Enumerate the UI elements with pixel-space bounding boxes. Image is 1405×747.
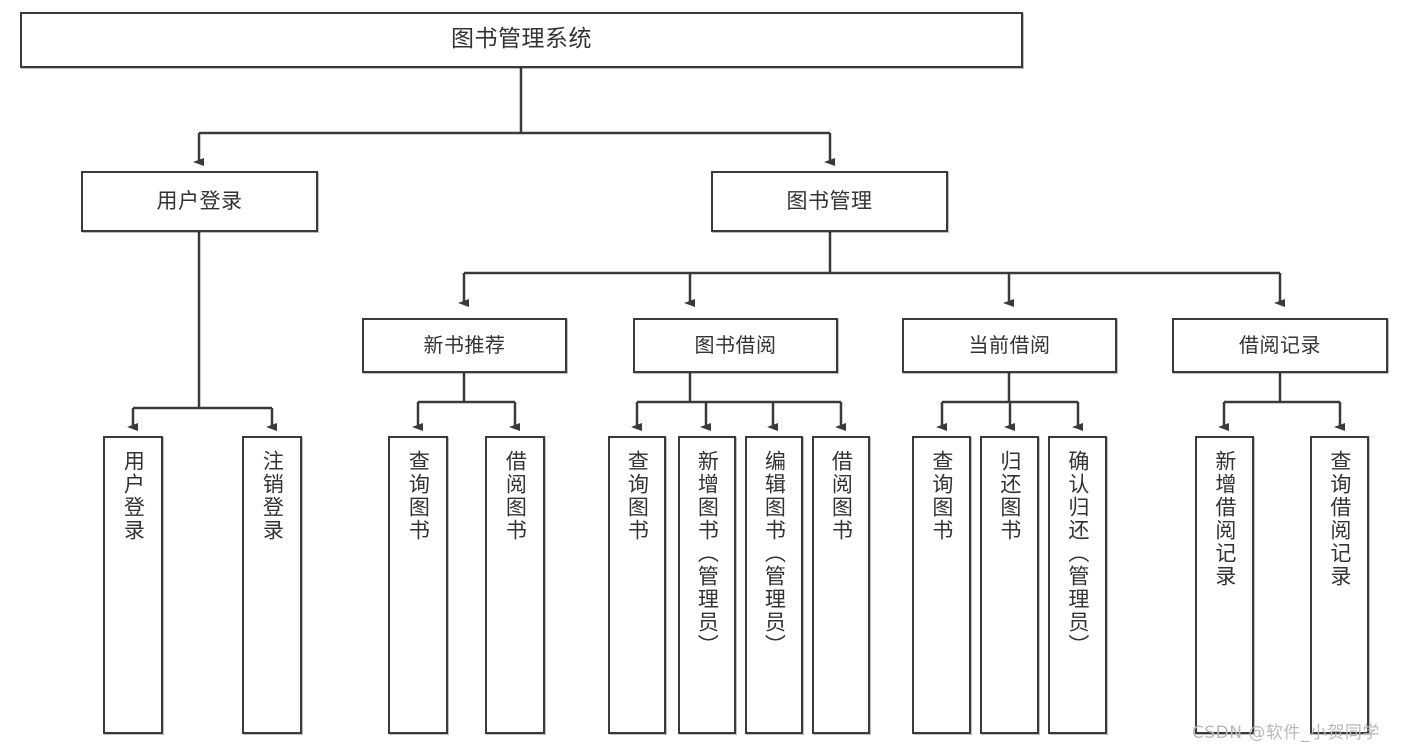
- node-label: 新书推荐: [423, 333, 506, 358]
- node-label: 注销登录: [260, 450, 285, 542]
- node-label: 新增图书（管理员）: [695, 450, 720, 657]
- leaf-current-query-book[interactable]: 查询图书: [912, 436, 971, 734]
- leaf-borrow-query-book[interactable]: 查询图书: [608, 436, 666, 734]
- node-label: 查询图书: [625, 450, 650, 542]
- node-label: 借阅图书: [503, 450, 528, 542]
- node-label: 新增借阅记录: [1212, 450, 1237, 588]
- node-label: 归还图书: [997, 450, 1022, 542]
- node-label: 图书管理系统: [451, 26, 592, 53]
- leaf-recommend-borrow-book[interactable]: 借阅图书: [485, 436, 545, 734]
- leaf-record-add-record[interactable]: 新增借阅记录: [1195, 436, 1254, 734]
- node-label: 查询图书: [406, 450, 431, 542]
- node-label: 编辑图书（管理员）: [762, 450, 787, 657]
- leaf-borrow-edit-book-admin[interactable]: 编辑图书（管理员）: [745, 436, 803, 734]
- leaf-recommend-query-book[interactable]: 查询图书: [388, 436, 448, 734]
- leaf-borrow-add-book-admin[interactable]: 新增图书（管理员）: [678, 436, 736, 734]
- node-label: 借阅图书: [829, 450, 854, 542]
- leaf-current-return-book[interactable]: 归还图书: [980, 436, 1039, 734]
- node-label: 确认归还（管理员）: [1065, 450, 1090, 657]
- leaf-record-query-record[interactable]: 查询借阅记录: [1310, 436, 1369, 734]
- node-label: 用户登录: [121, 450, 146, 542]
- node-label: 查询借阅记录: [1327, 450, 1352, 588]
- node-root-system[interactable]: 图书管理系统: [20, 12, 1023, 68]
- leaf-user-login-logout[interactable]: 注销登录: [242, 436, 302, 734]
- node-user-login[interactable]: 用户登录: [81, 171, 318, 232]
- node-label: 图书借阅: [694, 333, 777, 358]
- node-label: 借阅记录: [1239, 333, 1321, 358]
- node-label: 当前借阅: [968, 333, 1051, 358]
- leaf-current-confirm-return-admin[interactable]: 确认归还（管理员）: [1048, 436, 1107, 734]
- node-book-borrow[interactable]: 图书借阅: [633, 318, 838, 373]
- node-new-book-recommend[interactable]: 新书推荐: [362, 318, 567, 373]
- csdn-watermark: CSDN @软件_小贺同学: [1192, 723, 1380, 743]
- node-book-management[interactable]: 图书管理: [711, 171, 948, 232]
- node-label: 用户登录: [156, 188, 243, 213]
- node-current-borrow[interactable]: 当前借阅: [902, 318, 1117, 373]
- node-borrow-record[interactable]: 借阅记录: [1172, 318, 1388, 373]
- leaf-user-login-login[interactable]: 用户登录: [103, 436, 163, 734]
- node-label: 查询图书: [929, 450, 954, 542]
- node-label: 图书管理: [786, 188, 873, 213]
- leaf-borrow-borrow-book[interactable]: 借阅图书: [812, 436, 870, 734]
